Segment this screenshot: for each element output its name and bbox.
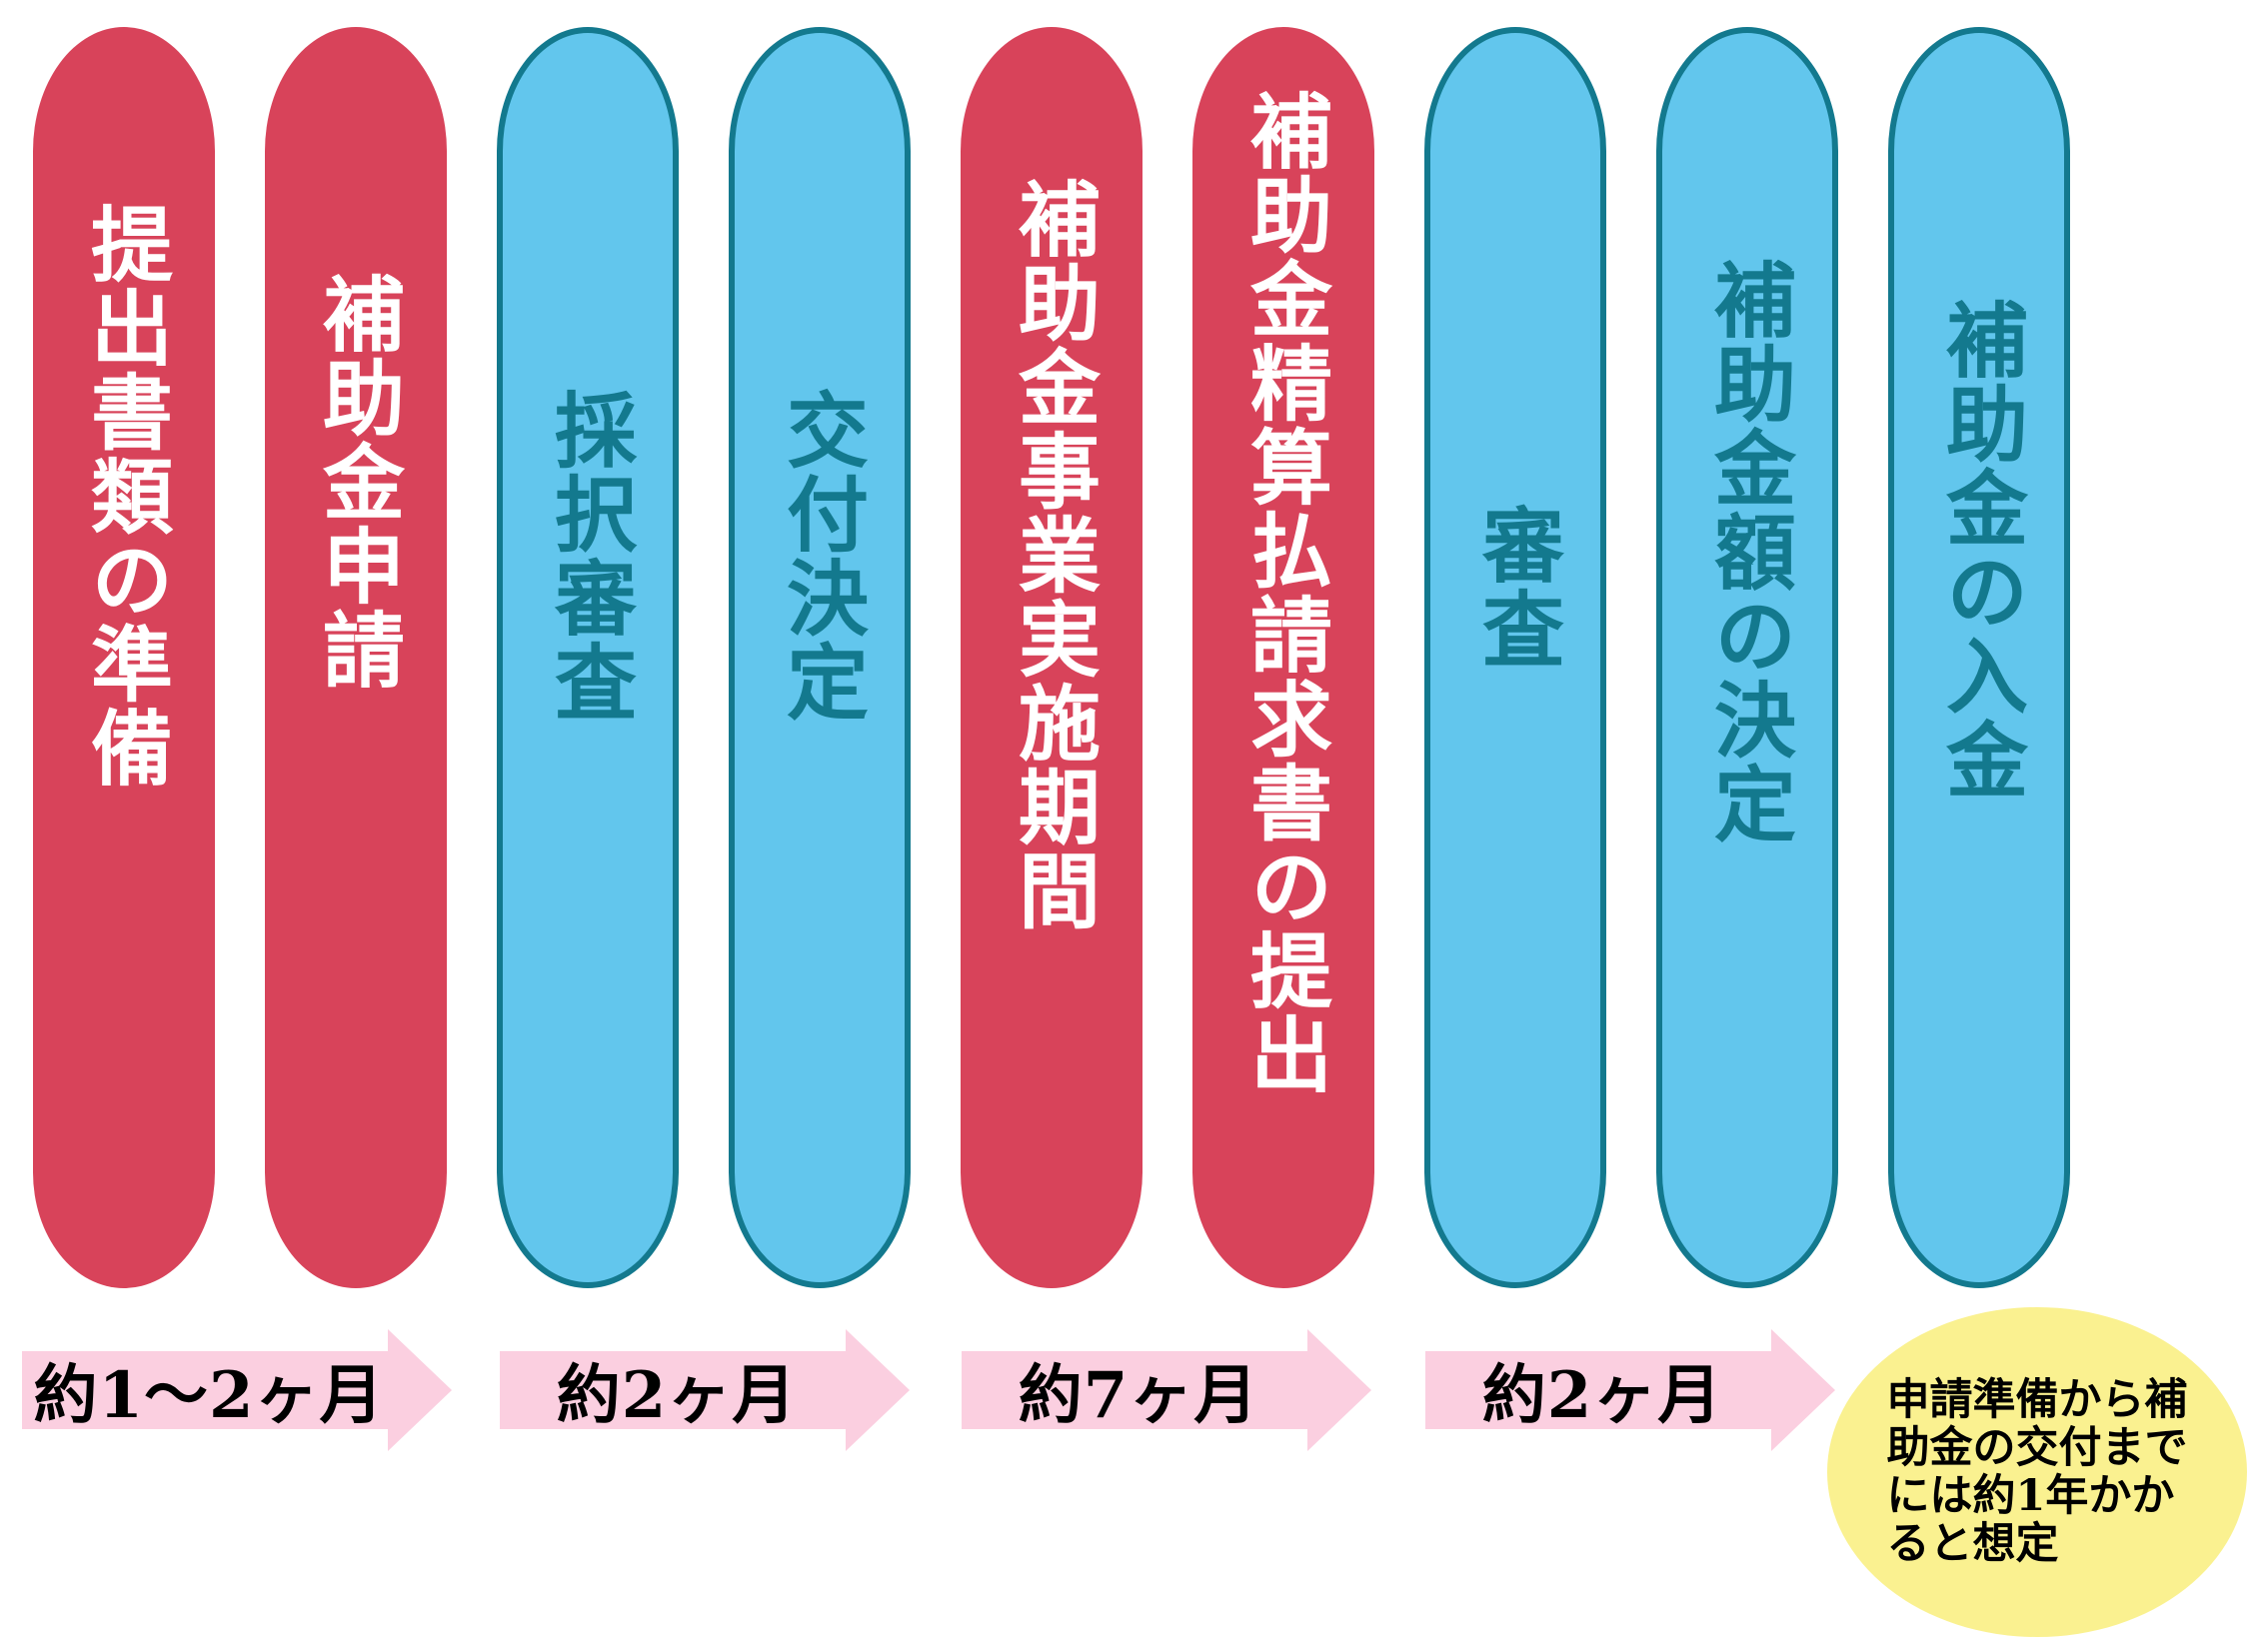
step-pill-label: 補助金精算払請求書の提出	[1235, 89, 1332, 1096]
step-pill-label: 補助金事業実施期間	[1004, 177, 1101, 932]
arrow-shaft	[22, 1351, 388, 1429]
step-pill-8[interactable]: 補助金額の決定	[1656, 27, 1838, 1288]
duration-label: 約7ヶ月	[1018, 1358, 1259, 1433]
summary-note-line: 助金の交付まで	[1886, 1422, 2188, 1473]
step-pill-3[interactable]: 採択審査	[497, 27, 679, 1288]
step-pill-1[interactable]: 提出書類の準備	[33, 27, 215, 1288]
summary-note-line: ると想定	[1886, 1519, 2059, 1570]
summary-note-callout: 申請準備から補 助金の交付まで には約1年かか ると想定	[1827, 1307, 2247, 1637]
step-pill-7[interactable]: 審査	[1424, 27, 1606, 1288]
step-pill-label: 提出書類の準備	[76, 202, 173, 790]
step-pill-label: 補助金額の決定	[1699, 258, 1796, 845]
step-pill-5[interactable]: 補助金事業実施期間	[961, 27, 1142, 1288]
duration-label: 約1〜2ヶ月	[33, 1358, 385, 1433]
step-pill-label: 採択審査	[540, 388, 637, 724]
arrow-head-icon	[846, 1329, 910, 1451]
arrow-shaft	[1425, 1351, 1771, 1429]
step-pill-label: 審査	[1467, 503, 1564, 671]
duration-label: 約2ヶ月	[556, 1358, 798, 1433]
arrow-shaft	[962, 1351, 1307, 1429]
step-pill-9[interactable]: 補助金の入金	[1888, 27, 2070, 1288]
step-pill-4[interactable]: 交付決定	[729, 27, 911, 1288]
duration-arrow-3: 約7ヶ月	[962, 1329, 1371, 1451]
duration-arrow-2: 約2ヶ月	[500, 1329, 910, 1451]
duration-label: 約2ヶ月	[1481, 1358, 1723, 1433]
step-pill-2[interactable]: 補助金申請	[265, 27, 447, 1288]
arrow-shaft	[500, 1351, 846, 1429]
step-pill-6[interactable]: 補助金精算払請求書の提出	[1192, 27, 1374, 1288]
step-pill-label: 交付決定	[772, 388, 869, 724]
step-pill-label: 補助金の入金	[1931, 298, 2028, 802]
arrow-head-icon	[1307, 1329, 1371, 1451]
duration-arrow-1: 約1〜2ヶ月	[22, 1329, 452, 1451]
summary-note-line: 申請準備から補	[1886, 1374, 2188, 1425]
summary-note-text-block: 申請準備から補 助金の交付まで には約1年かか ると想定	[1887, 1376, 2188, 1569]
step-pill-label: 補助金申請	[308, 272, 405, 692]
arrow-head-icon	[1771, 1329, 1835, 1451]
duration-arrow-4: 約2ヶ月	[1425, 1329, 1835, 1451]
arrow-head-icon	[388, 1329, 452, 1451]
summary-note-line: には約1年かか	[1886, 1471, 2175, 1521]
